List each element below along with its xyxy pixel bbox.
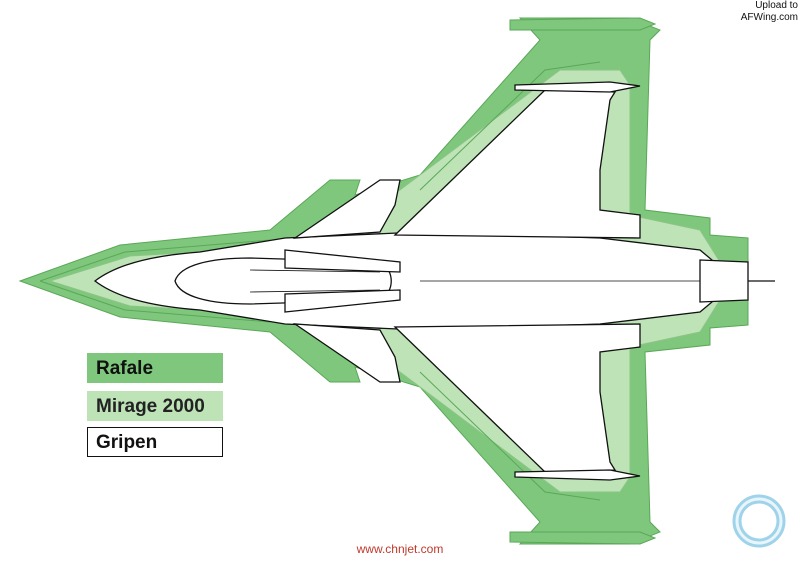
legend-rafale: Rafale: [87, 353, 223, 383]
ring-logo-icon: [732, 494, 786, 548]
legend-mirage: Mirage 2000: [87, 391, 223, 421]
wingtip-missiles: [509, 17, 657, 545]
upload-credit: Upload to AFWing.com: [688, 0, 798, 24]
upload-line-2: AFWing.com: [740, 12, 798, 23]
watermark-url: www.chnjet.com: [356, 542, 444, 556]
legend-gripen: Gripen: [87, 427, 223, 457]
upload-line-1: Upload to: [755, 0, 798, 11]
gripen-outline: [93, 81, 775, 481]
rafale-inner-lines: [39, 61, 601, 501]
spine-lines: [249, 269, 700, 293]
